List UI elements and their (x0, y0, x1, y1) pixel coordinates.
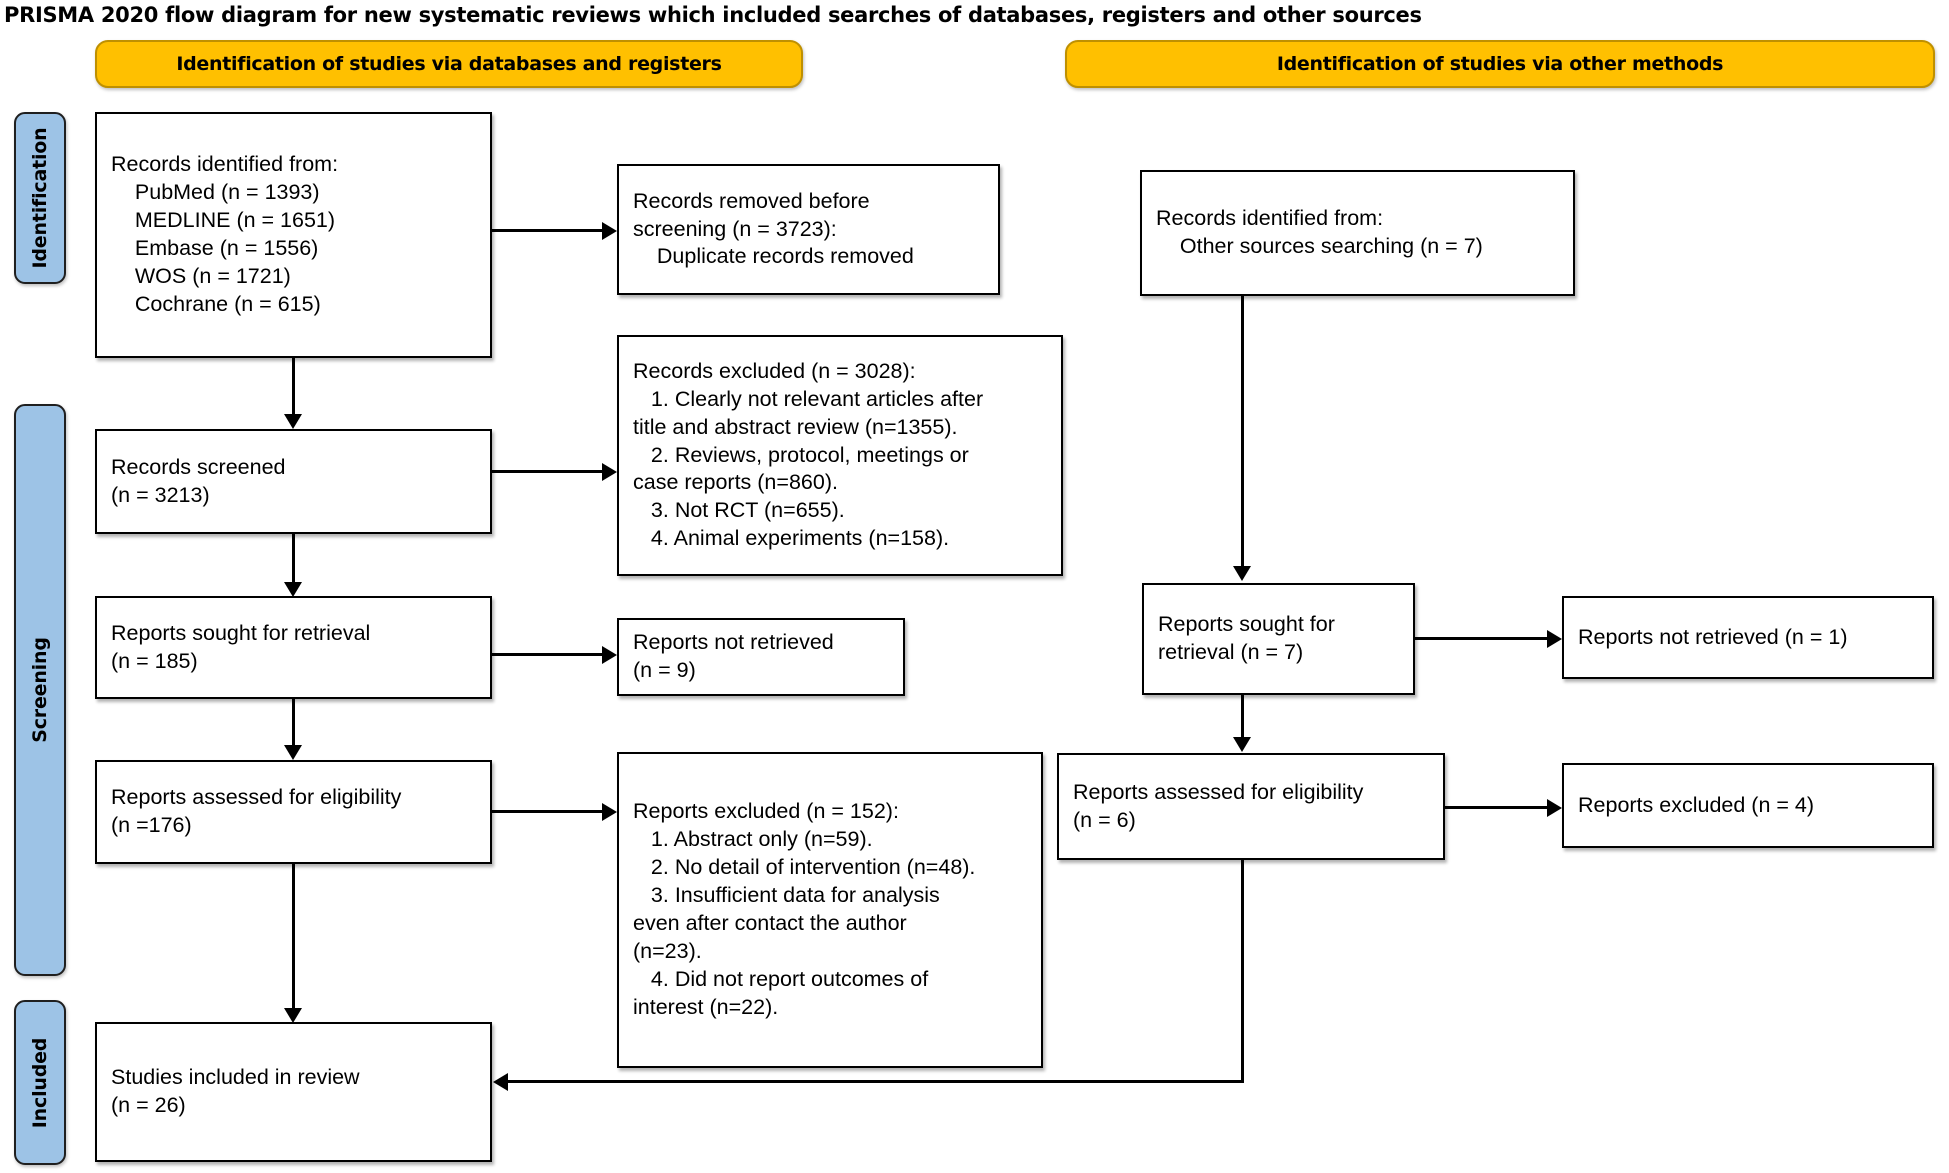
box-other-reports-excluded-text: Reports excluded (n = 4) (1578, 792, 1815, 817)
arrowhead-other-assessed-to-excluded (1547, 798, 1562, 817)
connector-other-sought-to-assessed (1241, 695, 1244, 739)
connector-sought-to-not-retrieved (492, 653, 602, 656)
connector-screened-to-excluded (492, 470, 602, 473)
connector-other-identified-to-sought (1241, 296, 1244, 568)
box-other-records-identified-text: Records identified from: Other sources s… (1156, 206, 1483, 258)
box-other-records-identified: Records identified from: Other sources s… (1140, 170, 1575, 296)
box-records-removed: Records removed before screening (n = 37… (617, 164, 1000, 295)
arrowhead-other-identified-to-sought (1233, 566, 1251, 581)
box-other-reports-sought-text: Reports sought for retrieval (n = 7) (1158, 612, 1335, 664)
arrowhead-assessed-to-excluded (602, 802, 617, 821)
connector-other-assessed-to-included (508, 1080, 1244, 1083)
box-reports-sought-text: Reports sought for retrieval (n = 185) (111, 620, 371, 673)
box-reports-assessed-text: Reports assessed for eligibility (n =176… (111, 785, 402, 837)
box-records-excluded: Records excluded (n = 3028): 1. Clearly … (617, 335, 1063, 576)
connector-screened-to-sought (292, 534, 295, 584)
box-reports-not-retrieved-text: Reports not retrieved (n = 9) (633, 630, 834, 682)
arrowhead-sought-to-assessed (284, 745, 302, 760)
box-reports-sought: Reports sought for retrieval (n = 185) (95, 596, 492, 699)
connector-other-assessed-down (1241, 860, 1244, 1082)
arrowhead-identified-to-removed (602, 221, 617, 240)
box-other-reports-not-retrieved-text: Reports not retrieved (n = 1) (1578, 624, 1848, 649)
arrowhead-screened-to-sought (284, 582, 302, 597)
banner-databases-label: Identification of studies via databases … (176, 53, 722, 75)
stage-label-included: Included (29, 1037, 51, 1128)
banner-other-methods-label: Identification of studies via other meth… (1276, 53, 1724, 75)
connector-identified-to-screened (292, 358, 295, 416)
box-other-reports-not-retrieved: Reports not retrieved (n = 1) (1562, 596, 1934, 679)
box-reports-assessed: Reports assessed for eligibility (n =176… (95, 760, 492, 864)
banner-other-methods: Identification of studies via other meth… (1065, 40, 1935, 88)
box-records-removed-text: Records removed before screening (n = 37… (633, 188, 914, 269)
page-title: PRISMA 2020 flow diagram for new systema… (4, 3, 1422, 27)
arrowhead-sought-to-not-retrieved (602, 645, 617, 664)
connector-sought-to-assessed (292, 699, 295, 747)
connector-assessed-to-excluded (492, 810, 602, 813)
arrowhead-assessed-to-included (284, 1008, 302, 1023)
stage-bar-included: Included (14, 1000, 66, 1165)
box-studies-included: Studies included in review (n = 26) (95, 1022, 492, 1162)
box-other-reports-assessed: Reports assessed for eligibility (n = 6) (1057, 753, 1445, 860)
stage-bar-screening: Screening (14, 404, 66, 976)
connector-identified-to-removed (492, 229, 602, 232)
box-records-excluded-text: Records excluded (n = 3028): 1. Clearly … (633, 358, 984, 551)
box-reports-excluded: Reports excluded (n = 152): 1. Abstract … (617, 752, 1043, 1068)
connector-assessed-to-included (292, 864, 295, 1010)
connector-other-assessed-to-excluded (1445, 806, 1547, 809)
box-records-screened-text: Records screened (n = 3213) (111, 454, 286, 507)
stage-label-screening: Screening (29, 637, 51, 743)
box-reports-excluded-text: Reports excluded (n = 152): 1. Abstract … (633, 799, 976, 1019)
arrowhead-other-sought-to-not-retrieved (1547, 629, 1562, 648)
box-other-reports-assessed-text: Reports assessed for eligibility (n = 6) (1073, 779, 1364, 832)
box-other-reports-sought: Reports sought for retrieval (n = 7) (1142, 583, 1415, 695)
arrowhead-identified-to-screened (284, 414, 302, 429)
box-records-identified: Records identified from: PubMed (n = 139… (95, 112, 492, 358)
arrowhead-other-assessed-to-included (493, 1072, 508, 1091)
arrowhead-other-sought-to-assessed (1233, 737, 1251, 752)
box-reports-not-retrieved: Reports not retrieved (n = 9) (617, 618, 905, 696)
stage-bar-identification: Identification (14, 112, 66, 284)
stage-label-identification: Identification (29, 127, 51, 269)
box-studies-included-text: Studies included in review (n = 26) (111, 1065, 360, 1117)
box-other-reports-excluded: Reports excluded (n = 4) (1562, 763, 1934, 848)
arrowhead-screened-to-excluded (602, 462, 617, 481)
box-records-identified-text: Records identified from: PubMed (n = 139… (111, 152, 339, 316)
box-records-screened: Records screened (n = 3213) (95, 429, 492, 534)
connector-other-sought-to-not-retrieved (1415, 637, 1547, 640)
banner-databases-registers: Identification of studies via databases … (95, 40, 803, 88)
